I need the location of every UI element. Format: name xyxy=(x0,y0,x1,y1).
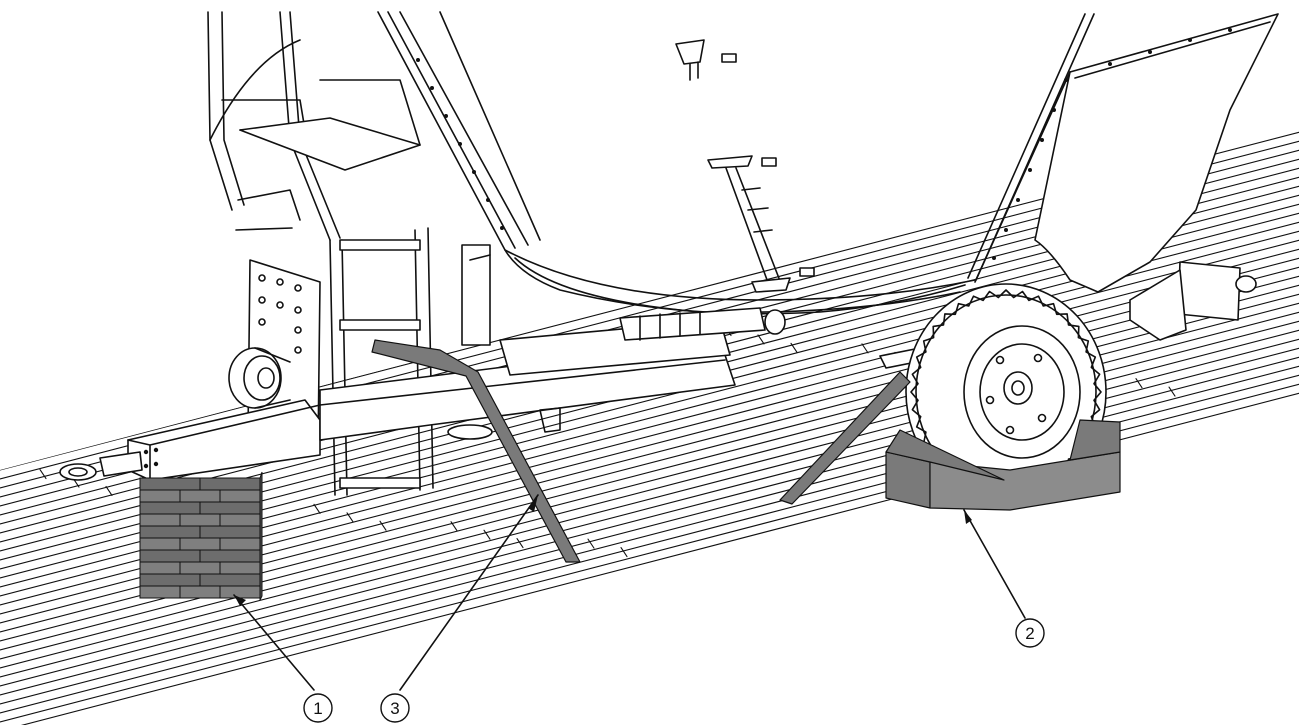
support-block xyxy=(219,489,261,503)
support-block xyxy=(139,489,181,503)
support-block xyxy=(179,489,221,503)
support-block xyxy=(139,573,201,587)
plank-joint xyxy=(313,503,321,514)
plank-joint xyxy=(861,343,869,354)
plank-joint xyxy=(346,512,354,523)
wheel-assembly xyxy=(879,261,1257,501)
support-block-side xyxy=(259,471,263,601)
support-block xyxy=(139,525,201,539)
plank-joint xyxy=(790,342,798,353)
plank-joint xyxy=(587,538,595,549)
drawbar-hitch xyxy=(59,244,786,481)
support-block xyxy=(199,501,261,515)
support-block xyxy=(139,561,181,575)
callout-3-label: 3 xyxy=(390,699,399,718)
callout-leaders xyxy=(233,494,1026,691)
plank-joint xyxy=(450,521,458,532)
plank-joint xyxy=(105,485,113,496)
plank-joint xyxy=(757,334,765,345)
callout-1: 1 xyxy=(303,693,333,723)
support-block xyxy=(139,585,181,599)
support-block xyxy=(179,561,221,575)
callout-1-label: 1 xyxy=(313,699,322,718)
support-block xyxy=(179,513,221,527)
support-block xyxy=(199,477,261,491)
support-block xyxy=(139,501,201,515)
lashing-straps xyxy=(371,339,911,563)
plank-joint xyxy=(379,520,387,531)
plank-joint xyxy=(516,538,524,549)
callout-2-label: 2 xyxy=(1025,624,1034,643)
support-block xyxy=(219,513,261,527)
mixer-hopper xyxy=(377,11,1279,315)
support-block xyxy=(199,525,261,539)
callout-3: 3 xyxy=(380,693,410,723)
support-block xyxy=(139,537,181,551)
support-block xyxy=(199,549,261,563)
plank-joint xyxy=(1135,378,1143,389)
support-block xyxy=(219,561,261,575)
support-block xyxy=(139,477,201,491)
support-block xyxy=(179,585,221,599)
support-block xyxy=(179,537,221,551)
support-block xyxy=(139,513,181,527)
support-block xyxy=(139,549,201,563)
plank-joint xyxy=(483,529,491,540)
plank-joint xyxy=(620,546,628,558)
callout-2: 2 xyxy=(1015,618,1045,648)
plank-joint xyxy=(39,469,47,480)
support-block xyxy=(199,573,261,587)
support-block xyxy=(219,537,261,551)
wheel-chock xyxy=(885,419,1121,511)
support-block xyxy=(219,585,261,599)
support-blocks xyxy=(139,471,263,601)
plank-joint xyxy=(1168,386,1176,397)
